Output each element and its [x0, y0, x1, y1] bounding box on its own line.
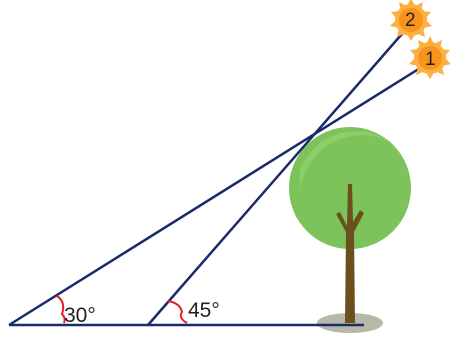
tree-trunk — [336, 184, 364, 323]
sun-label-1: 1 — [425, 49, 436, 70]
sun-core-2 — [399, 8, 423, 32]
angle-label-45: 45° — [188, 299, 220, 322]
angle-mark-30 — [56, 295, 66, 324]
sun-icon: 1 — [409, 36, 450, 79]
sun-icon: 2 — [390, 0, 432, 41]
angle-label-30: 30° — [64, 304, 96, 327]
sun-ray-30 — [8, 63, 426, 327]
sun-label-2: 2 — [405, 10, 416, 31]
sun-core-1 — [418, 46, 442, 70]
angle-mark-45 — [167, 300, 188, 324]
tree-foliage-highlight — [300, 131, 392, 196]
sun-ray-45 — [147, 26, 409, 326]
tree-icon — [289, 127, 411, 323]
